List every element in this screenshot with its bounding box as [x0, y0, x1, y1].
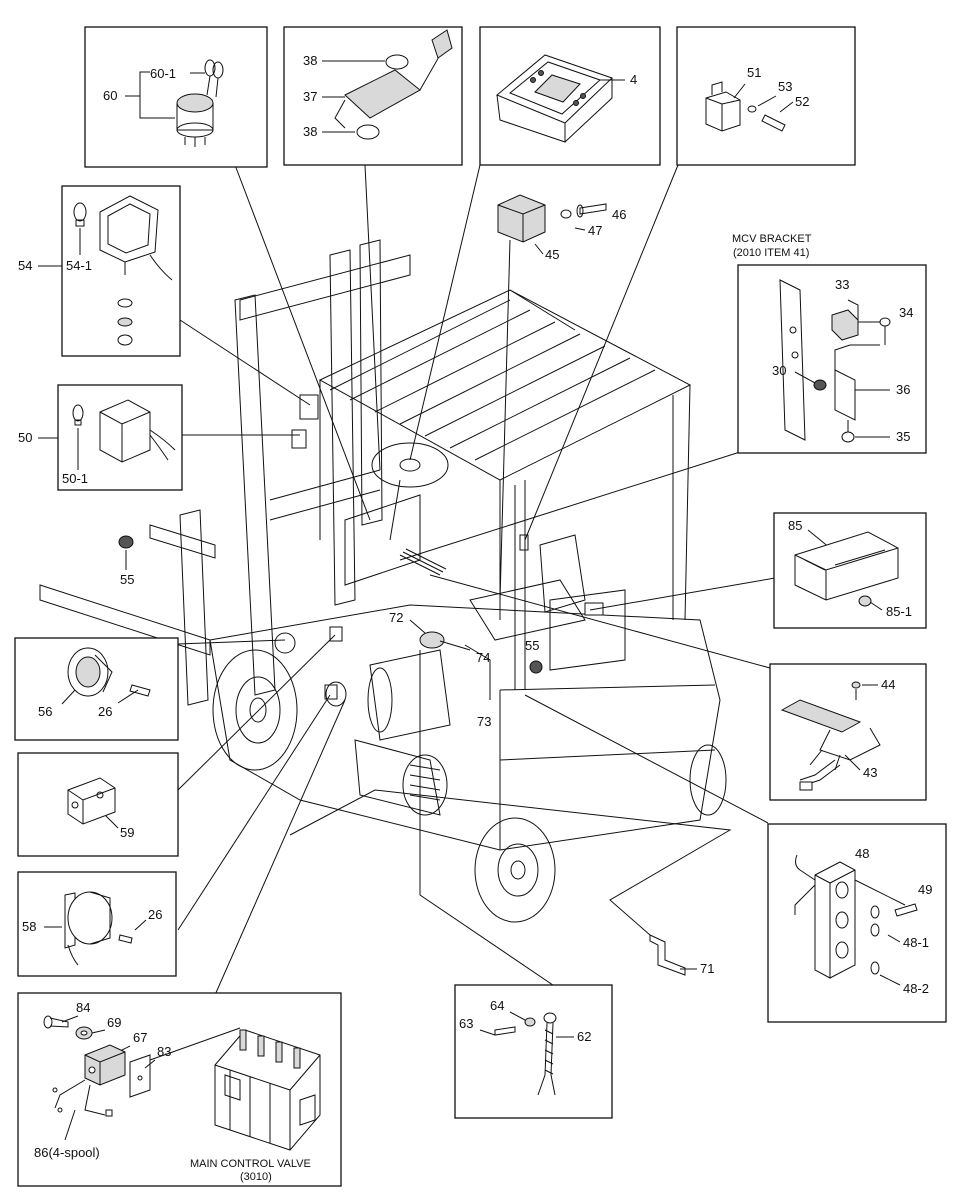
- switch-panel-icon: [794, 854, 918, 979]
- flasher-unit-icon: [497, 194, 607, 243]
- main-control-valve-code: (3010): [240, 1171, 272, 1183]
- callout-54: 54: [18, 258, 32, 273]
- bulb-icon: [72, 404, 84, 426]
- main-control-valve-title: MAIN CONTROL VALVE: [190, 1158, 311, 1170]
- panel-switch-panel: 48 49 48-1 48-2: [767, 823, 947, 1023]
- panel-work-lamp: 54 54-1: [18, 185, 181, 357]
- callout-37: 37: [303, 89, 317, 104]
- callout-30: 30: [772, 363, 786, 378]
- callout-26-buzzer: 26: [148, 907, 162, 922]
- callout-48-1: 48-1: [903, 935, 929, 950]
- callout-38-top: 38: [303, 53, 317, 68]
- callout-86: 86(4-spool): [34, 1145, 100, 1160]
- callout-85-1: 85-1: [886, 604, 912, 619]
- callout-38-bottom: 38: [303, 124, 317, 139]
- callout-63: 63: [459, 1016, 473, 1031]
- relay-icon: [705, 81, 786, 132]
- callout-51: 51: [747, 65, 761, 80]
- callout-84: 84: [76, 1000, 90, 1015]
- limit-switch-icon: [84, 1044, 126, 1086]
- group-truck-callouts: 55 55 72 74 73: [120, 550, 539, 729]
- callout-83: 83: [157, 1044, 171, 1059]
- callout-4: 4: [630, 72, 637, 87]
- bolt-icon: [43, 1015, 69, 1029]
- panel-horn: 56 26: [14, 637, 179, 741]
- callout-71: 71: [700, 961, 714, 976]
- callout-60: 60: [103, 88, 117, 103]
- callout-52: 52: [795, 94, 809, 109]
- mcv-bracket-subtitle: (2010 ITEM 41): [733, 247, 809, 259]
- panel-combination-lamp: 85 85-1: [773, 512, 927, 629]
- micro-switch-icon: [67, 777, 116, 825]
- panel-buzzer: 58 26: [17, 871, 177, 977]
- callout-74: 74: [476, 650, 490, 665]
- callout-55-right: 55: [525, 638, 539, 653]
- group-flasher: 46 47 45: [497, 194, 626, 262]
- rear-lamp-icon: [99, 399, 176, 463]
- callout-59: 59: [120, 825, 134, 840]
- callout-34: 34: [899, 305, 913, 320]
- mcv-bracket-icon: [779, 279, 891, 443]
- callout-48: 48: [855, 846, 869, 861]
- callout-48-2: 48-2: [903, 981, 929, 996]
- mcv-bracket-title: MCV BRACKET: [732, 233, 812, 245]
- panel-rear-lamp: 50 50-1: [18, 384, 183, 491]
- callout-72: 72: [389, 610, 403, 625]
- callout-85: 85: [788, 518, 802, 533]
- mounting-plate-icon: [129, 1054, 151, 1098]
- battery-cable-icon: [494, 1012, 557, 1096]
- callout-67: 67: [133, 1030, 147, 1045]
- buzzer-icon: [64, 891, 133, 966]
- callout-44: 44: [881, 677, 895, 692]
- callout-73: 73: [477, 714, 491, 729]
- callout-50: 50: [18, 430, 32, 445]
- panel-main-control-valve: 84 69 67 83 86(4-spool) MAIN CONTROL VAL…: [17, 992, 342, 1187]
- group-bracket-71: 71: [649, 934, 714, 976]
- forklift-illustration: [39, 239, 727, 923]
- callout-45: 45: [545, 247, 559, 262]
- accelerator-pedal-icon: [780, 681, 881, 791]
- panel-accelerator: 44 43: [769, 663, 927, 801]
- callout-62: 62: [577, 1029, 591, 1044]
- callout-35: 35: [896, 429, 910, 444]
- combination-lamp-icon: [794, 531, 899, 607]
- horn-button-icon: [334, 29, 453, 140]
- callout-64: 64: [490, 998, 504, 1013]
- panel-display: 4: [479, 26, 661, 166]
- callout-47: 47: [588, 223, 602, 238]
- ignition-switch-icon: [176, 93, 214, 147]
- control-valve-icon: [214, 1029, 321, 1151]
- horn-icon: [67, 647, 151, 697]
- callout-60-1: 60-1: [150, 66, 176, 81]
- callout-36: 36: [896, 382, 910, 397]
- work-lamp-icon: [99, 195, 173, 346]
- panel-horn-button: 38 37 38: [283, 26, 463, 166]
- callout-58: 58: [22, 919, 36, 934]
- wire-harness-icon: [52, 1079, 113, 1117]
- callout-50-1: 50-1: [62, 471, 88, 486]
- callout-55-left: 55: [120, 572, 134, 587]
- panel-battery-cable: 64 63 62: [454, 984, 613, 1119]
- panel-switch: 59: [17, 752, 179, 857]
- callout-69: 69: [107, 1015, 121, 1030]
- bulb-icon: [73, 202, 87, 227]
- bracket-clip-icon: [649, 934, 686, 976]
- leader-lines: [14, 164, 776, 1001]
- panel-key-switch: 60 60-1: [84, 26, 268, 168]
- display-cluster-icon: [496, 54, 613, 143]
- panel-mcv-bracket: MCV BRACKET (2010 ITEM 41) 33 34 30 36 3…: [732, 233, 927, 454]
- washer-icon: [75, 1026, 93, 1040]
- callout-46: 46: [612, 207, 626, 222]
- callout-49: 49: [918, 882, 932, 897]
- callout-53: 53: [778, 79, 792, 94]
- callout-43: 43: [863, 765, 877, 780]
- callout-33: 33: [835, 277, 849, 292]
- callout-26-horn: 26: [98, 704, 112, 719]
- panel-relay: 51 53 52: [676, 26, 856, 166]
- callout-56: 56: [38, 704, 52, 719]
- key-icon: [204, 59, 224, 98]
- callout-54-1: 54-1: [66, 258, 92, 273]
